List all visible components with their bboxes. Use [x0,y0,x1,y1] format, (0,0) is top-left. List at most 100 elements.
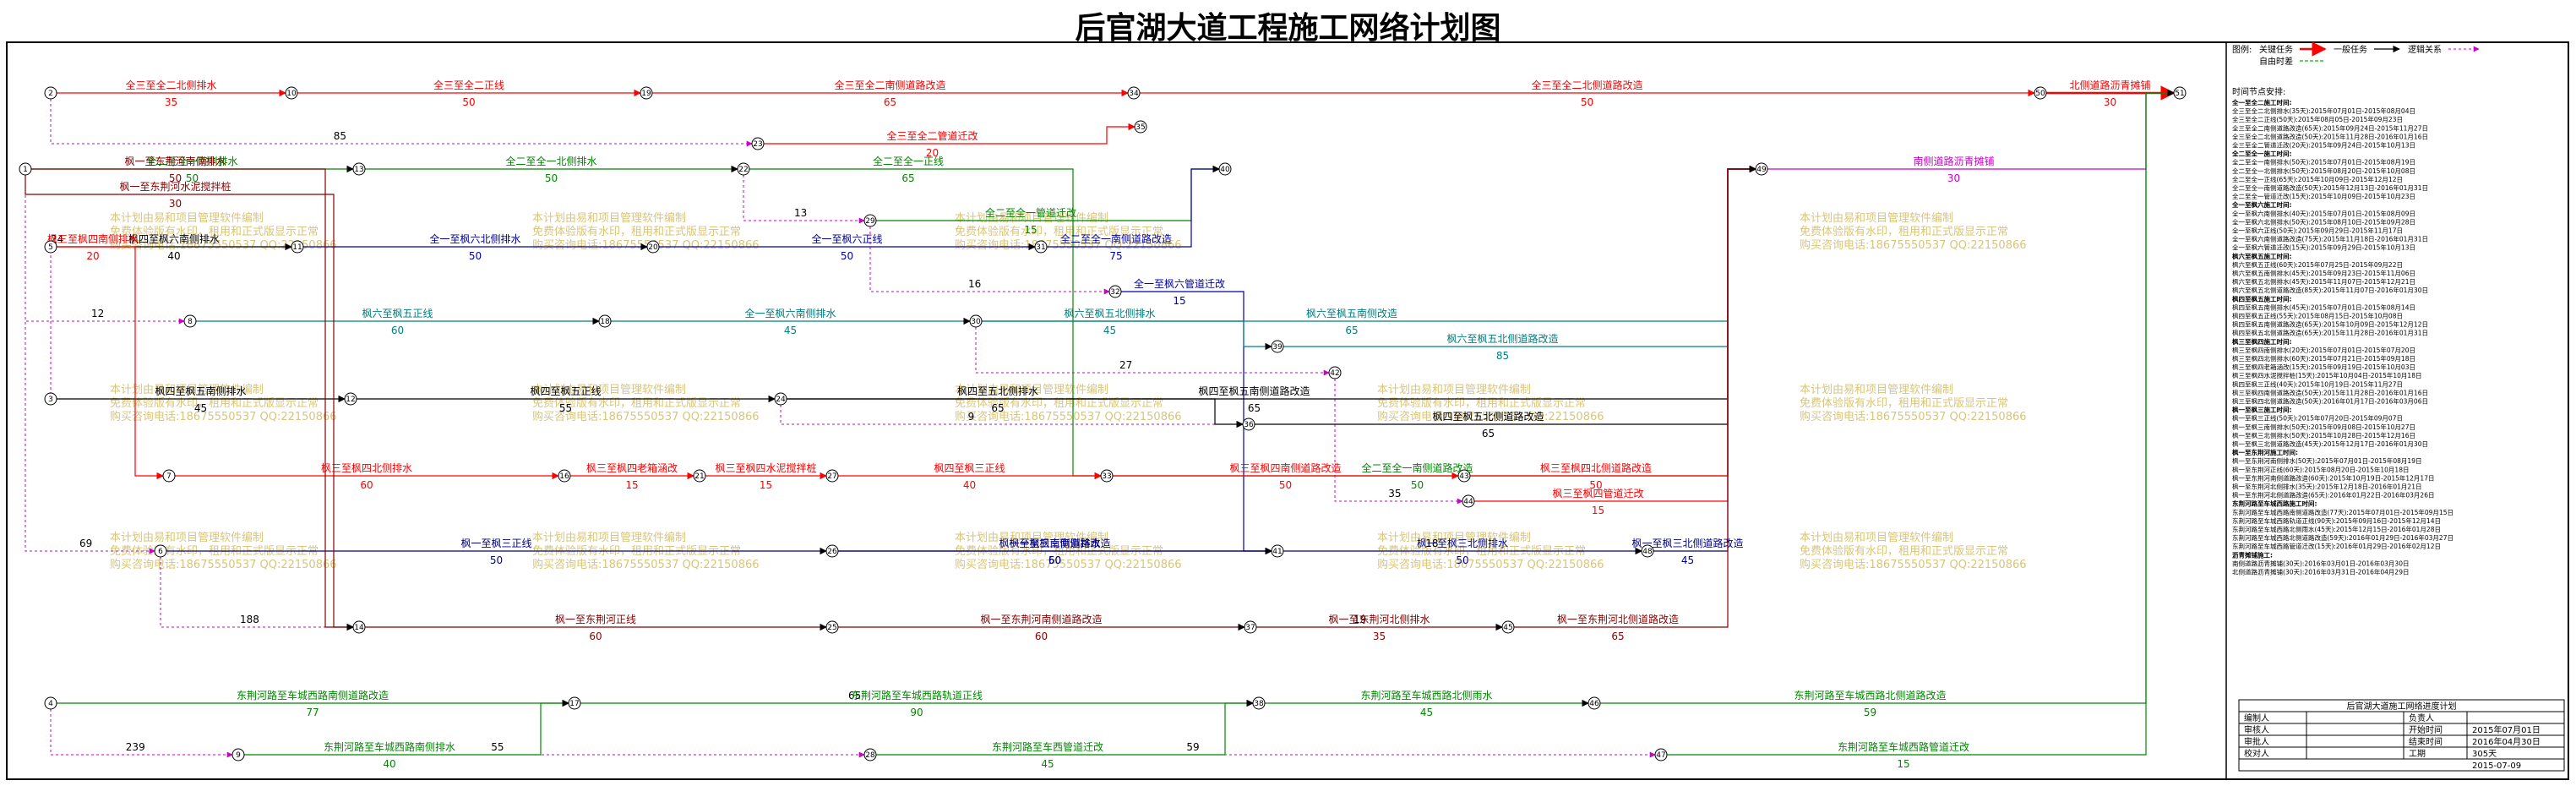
event-node: 3 [44,392,57,406]
event-node: 35 [1134,120,1147,134]
activity-name: 枫四至枫六南侧排水 [128,232,220,245]
activity-duration: 30 [1947,172,1960,184]
activity-arrow [1047,165,1220,248]
event-node-id: 40 [1220,166,1230,174]
event-node-circle [646,240,660,254]
activity-name: 东荆河路至车西管道迁改 [992,740,1103,753]
watermark-text: 免费体验版有水印，租用和正式版显示正常 [532,225,741,238]
event-node-circle [558,469,571,483]
event-node: 22 [737,162,750,176]
event-node-id: 6 [158,548,163,556]
activity-name: 全一至枫六南侧排水 [744,307,836,319]
event-node: 6 [154,544,167,558]
event-node-circle [737,162,750,176]
activity-name: 东荆河路至车城西路北侧雨水 [1360,689,1492,701]
event-node-circle [285,86,298,100]
activity-name: 枫一至东荆河水泥搅拌桩 [119,180,231,193]
info-table-cell: 审批人 [2244,736,2269,747]
schedule-entry: 枫四至枫五南侧排水(45天):2015年07月01日-2015年08月14日 [2232,303,2415,311]
event-node: 16 [558,469,571,483]
event-node-id: 45 [1503,624,1512,632]
watermark-text: 购买咨询电话:18675550537 QQ:22150866 [110,410,337,423]
event-node: 36 [1242,418,1255,431]
event-node-circle [863,748,877,761]
event-node-circle [1457,469,1471,483]
activity-duration: 50 [469,250,482,262]
dummy-link [975,327,1330,376]
event-node-circle [1218,162,1232,176]
event-node-circle [1242,418,1255,431]
activity-duration: 50 [841,250,853,262]
info-table-date: 2015-07-09 [2472,761,2521,771]
event-node-circle [2173,86,2187,100]
watermark-text: 购买咨询电话:18675550537 QQ:22150866 [1377,558,1604,571]
schedule-entry: 全一至枫六南侧道路改造(75天):2015年11月18日-2016年01月31日 [2232,235,2428,243]
activity-name: 全三至全二北侧排水 [125,79,216,91]
event-node: 50 [2034,86,2047,100]
event-node-id: 49 [1756,166,1767,174]
info-table-cell: 校对人 [2244,748,2269,759]
schedule-entry: 全一至枫六北侧排水(50天):2015年08月10日-2015年09月28日 [2232,217,2415,226]
watermark-text: 本计划由易和项目管理软件编制 [110,532,264,544]
event-node-id: 7 [166,472,172,481]
schedule-entry: 全一至全二施工时间: [2231,98,2292,106]
event-node-id: 32 [1110,288,1119,297]
float-label: 188 [240,614,259,625]
schedule-entry: 全一至枫六管道迁改(15天):2015年09月29日-2015年10月13日 [2232,243,2415,252]
schedule-entry: 枫一至枫三南侧排水(50天):2015年09月08日-2015年10月27日 [2232,423,2415,431]
activity-name: 枫三至枫四水泥搅拌桩 [715,461,816,474]
info-table-cell: 结束时间 [2409,736,2443,747]
float-label: 9 [968,411,975,423]
schedule-entry: 枫四至枫三正线(40天):2015年10月19日-2015年11月27日 [2232,379,2403,388]
activity-name: 枫四至枫五南侧排水 [155,385,246,397]
event-node-circle [1108,285,1122,298]
event-node-circle [1100,469,1114,483]
event-node-circle [19,162,32,176]
event-node: 29 [863,214,877,227]
watermark-text: 购买咨询电话:18675550537 QQ:22150866 [532,410,760,423]
activity-arrow [787,165,1756,400]
watermark-text: 本计划由易和项目管理软件编制 [955,532,1108,544]
activity-arrow [1514,165,1756,628]
event-node-id: 19 [641,90,651,98]
dummy-link [50,709,233,758]
schedule-entry: 东荆河路至车城西路管道迁改(15天):2016年01月29日-2016年02月1… [2232,542,2441,550]
legend-logic: 逻辑关系 [2408,44,2442,55]
event-node-id: 10 [286,90,297,98]
event-node: 7 [162,469,176,483]
activity-name: 北侧道路沥青摊铺 [2069,79,2150,91]
activity-duration: 45 [1681,554,1694,566]
schedule-entry: 枫一至东荆河南侧排水(50天):2015年07月01日-2015年08月19日 [2232,456,2421,465]
event-node: 42 [1328,366,1342,379]
activity-name: 全二至全一北侧排水 [505,155,596,167]
event-node: 33 [1100,469,1114,483]
event-node-circle [1654,748,1668,761]
event-node: 48 [1641,544,1654,558]
schedule-entry: 南侧道路沥青摊铺(30天):2016年03月01日-2016年03月30日 [2232,559,2409,567]
event-node-circle [1641,544,1654,558]
dummy-link [237,751,865,761]
float-label: 19 [1353,614,1366,625]
watermark-text: 购买咨询电话:18675550537 QQ:22150866 [955,238,1182,252]
event-node: 26 [825,544,839,558]
event-node: 14 [352,620,366,634]
schedule-entry: 枫一至东荆河施工时间: [2232,448,2298,456]
event-node-id: 16 [559,472,569,481]
activity-name: 全一至枫六北侧排水 [429,232,520,245]
activity-name: 全二至全一南侧道路改造 [1060,232,1172,245]
activity-duration: 15 [760,479,772,491]
watermark-text: 本计划由易和项目管理软件编制 [1800,212,1953,225]
activity-name: 枫六至枫五北侧道路改造 [1446,332,1558,345]
activity-name: 枫一至东荆河南侧道路改造 [980,613,1102,625]
event-node-id: 24 [776,396,786,404]
schedule-entry: 全二至全一管道迁改(15天):2015年10月09日-2015年10月23日 [2232,192,2415,200]
activity-duration: 50 [1589,479,1602,491]
event-node-id: 11 [292,243,302,252]
activity-duration: 50 [462,96,475,108]
event-node: 41 [1271,544,1284,558]
event-node: 30 [969,314,983,328]
event-node-circle [825,620,839,634]
event-nodes: 1234567891011121314161718192021222324252… [19,86,2187,761]
event-node: 44 [1462,494,1475,508]
